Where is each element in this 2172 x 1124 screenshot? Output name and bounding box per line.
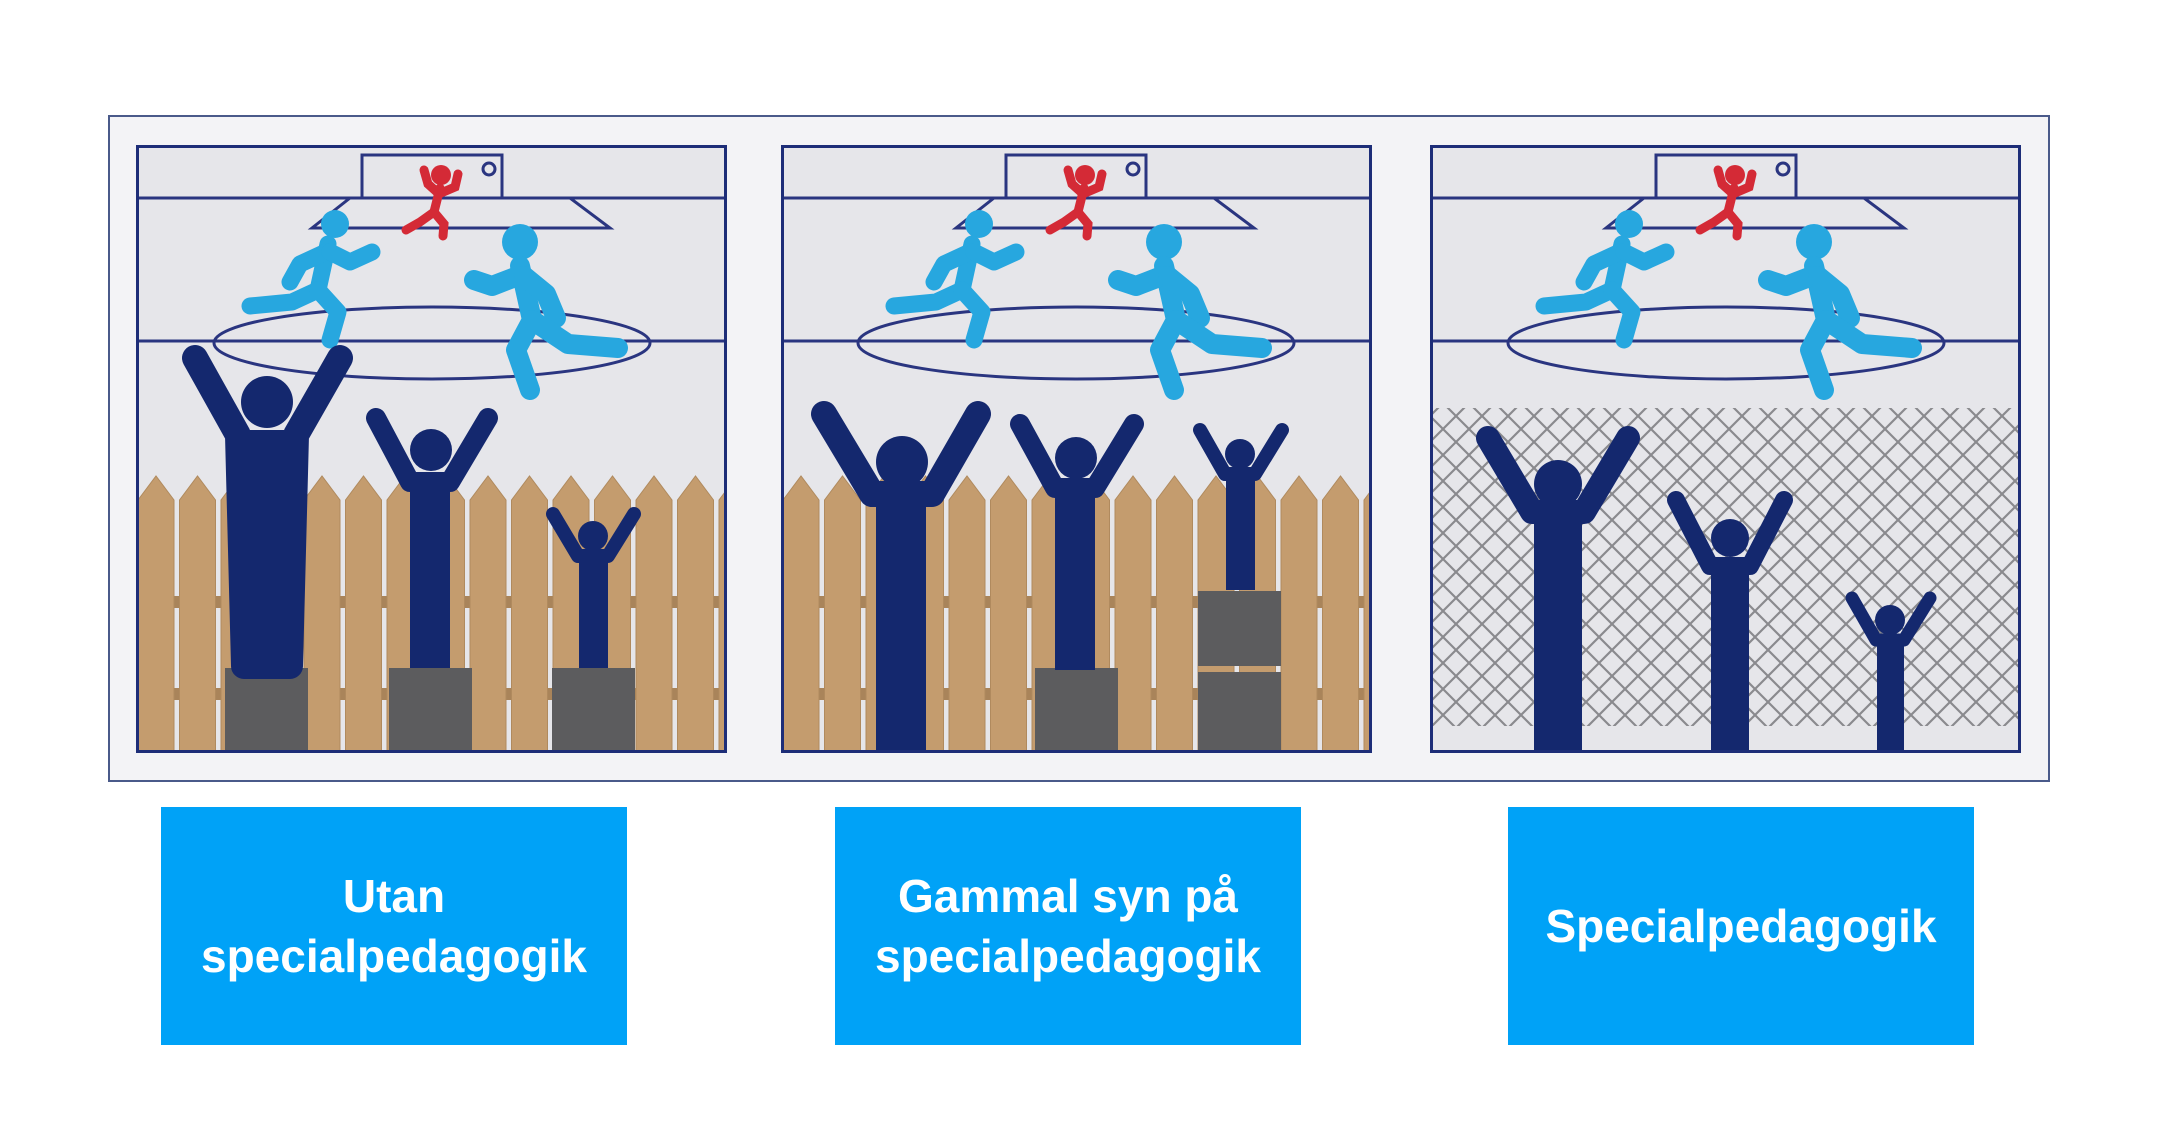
- caption-line: specialpedagogik: [874, 930, 1261, 982]
- spectator-tall-icon: [1476, 426, 1640, 753]
- fence-picket: [677, 475, 714, 753]
- fence-picket: [1156, 475, 1193, 753]
- fence-picket: [1280, 475, 1318, 753]
- fence-picket: [1322, 475, 1359, 753]
- blue-player-right-icon: [1758, 224, 1922, 400]
- blue-player-right-icon: [464, 224, 628, 400]
- red-player-icon: [1695, 165, 1757, 241]
- caption-line: specialpedagogik: [200, 930, 587, 982]
- blue-player-left-icon: [885, 210, 1025, 349]
- caption-line: Utan: [342, 870, 446, 922]
- fence-picket: [511, 475, 548, 753]
- fence-picket: [948, 475, 986, 753]
- fence-picket: [137, 475, 175, 753]
- panel-special: [1430, 145, 2021, 753]
- caption-line: Gammal syn på: [897, 870, 1239, 922]
- fence-picket: [782, 475, 820, 753]
- caption-gammal-syn: Gammal syn på specialpedagogik: [835, 807, 1301, 1045]
- blue-player-left-icon: [241, 210, 381, 349]
- spectator-short-icon: [546, 507, 641, 668]
- crates: [225, 668, 635, 753]
- court: [1430, 153, 2021, 381]
- spectator-tall-icon: [182, 345, 353, 679]
- fence-picket: [469, 475, 507, 753]
- spectator-short-icon: [1845, 591, 1937, 753]
- blue-player-right-icon: [1108, 224, 1272, 400]
- panel-utan: [136, 145, 727, 753]
- caption-utan-specialpedagogik: Utan specialpedagogik: [161, 807, 627, 1045]
- court: [781, 153, 1372, 381]
- fence-picket: [345, 475, 382, 753]
- spectator-short-icon: [1193, 423, 1289, 590]
- caption-specialpedagogik: Specialpedagogik: [1508, 807, 1974, 1045]
- spectator-medium-icon: [366, 408, 498, 668]
- court: [136, 153, 727, 381]
- spectator-medium-icon: [1667, 491, 1793, 753]
- caption-line: Specialpedagogik: [1545, 900, 1937, 952]
- fence-picket: [179, 475, 216, 753]
- fence-picket: [824, 475, 861, 753]
- fence-picket: [303, 475, 341, 753]
- red-player-icon: [401, 165, 463, 241]
- red-player-icon: [1045, 165, 1107, 241]
- fence-picket: [990, 475, 1027, 753]
- crates: [1035, 591, 1281, 753]
- fence-picket: [635, 475, 673, 753]
- blue-player-left-icon: [1535, 210, 1675, 349]
- spectator-medium-icon: [1010, 414, 1144, 670]
- fence-picket: [1114, 475, 1152, 753]
- panel-gammal: [781, 145, 1372, 753]
- spectator-tall-icon: [811, 401, 991, 753]
